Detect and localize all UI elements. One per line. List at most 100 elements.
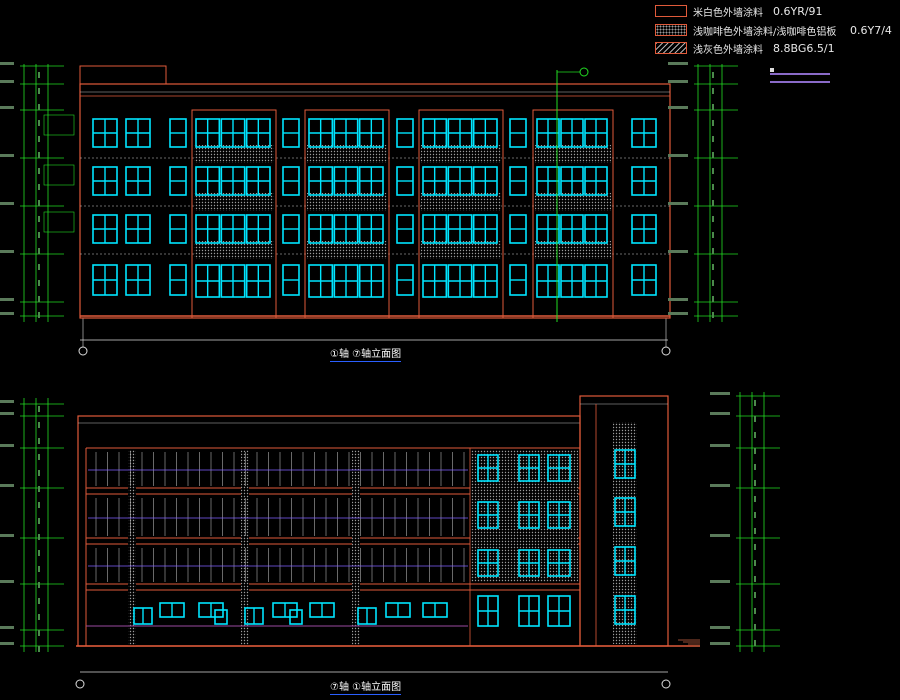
elevation-mark <box>668 154 688 157</box>
dimension-text-mark <box>38 280 40 286</box>
view-title-top: ①轴 ⑦轴立面图 <box>330 345 402 362</box>
dimension-text-mark <box>712 200 714 206</box>
elevation-mark <box>0 62 14 65</box>
elevation-mark <box>0 444 14 447</box>
dimension-text-mark <box>38 486 40 492</box>
bay-frame <box>418 109 504 319</box>
dimension-text-mark <box>754 560 756 566</box>
textured-panel <box>535 241 611 259</box>
bottom-elevation-drawing <box>0 392 780 689</box>
textured-panel <box>535 145 611 163</box>
top-elevation-drawing <box>0 62 830 356</box>
elevation-mark <box>668 80 688 83</box>
elevation-mark <box>0 484 14 487</box>
dimension-text-mark <box>38 550 40 556</box>
dimension-text-mark <box>38 152 40 158</box>
dimension-text-mark <box>38 518 40 524</box>
dimension-text-mark <box>712 296 714 302</box>
dimension-text-mark <box>754 496 756 502</box>
dimension-text-mark <box>754 464 756 470</box>
legend-label: 浅咖啡色外墙涂料/浅咖啡色铝板 <box>693 26 837 38</box>
bay-frame <box>191 109 277 319</box>
dimension-text-mark <box>712 152 714 158</box>
legend-item-coffee-paint: 浅咖啡色外墙涂料/浅咖啡色铝板 <box>655 22 836 38</box>
axis-bubble <box>661 346 671 356</box>
textured-panel <box>421 241 501 259</box>
elevation-mark <box>710 580 730 583</box>
bay-frame <box>304 109 390 319</box>
dimension-text-mark <box>754 432 756 438</box>
column-textured-strip <box>352 450 360 646</box>
dimension-text-mark <box>754 608 756 614</box>
elevation-mark <box>710 412 730 415</box>
window <box>289 609 303 625</box>
dimension-text-mark <box>712 104 714 110</box>
elevation-mark <box>710 626 730 629</box>
dimension-text-mark <box>712 280 714 286</box>
dimension-text-mark <box>712 72 714 78</box>
elevation-mark <box>0 250 14 253</box>
elevation-mark <box>0 534 14 537</box>
view-title-bottom: ⑦轴 ①轴立面图 <box>330 678 402 695</box>
legend-item-cream-paint: 米白色外墙涂料 0.6YR/91 <box>655 3 823 19</box>
elevation-mark <box>710 444 730 447</box>
elevation-mark <box>0 202 14 205</box>
dimension-text-mark <box>754 480 756 486</box>
dimension-text-mark <box>38 646 40 652</box>
legend-code: 8.8BG6.5/1 <box>773 41 835 55</box>
elevation-mark <box>0 154 14 157</box>
dimension-box <box>43 114 75 136</box>
elevation-mark <box>668 250 688 253</box>
dimension-text-mark <box>38 216 40 222</box>
dimension-text-mark <box>38 232 40 238</box>
dimension-text-mark <box>754 576 756 582</box>
dimension-text-mark <box>38 88 40 94</box>
elevation-mark <box>0 80 14 83</box>
elevation-mark <box>0 642 14 645</box>
bay-frame <box>532 109 614 319</box>
elevation-mark <box>668 312 688 315</box>
dimension-text-mark <box>754 448 756 454</box>
legend-extra-code: 0.6Y7/4 <box>850 24 892 37</box>
window <box>214 609 228 625</box>
textured-panel <box>421 145 501 163</box>
dimension-text-mark <box>712 184 714 190</box>
legend-code: 0.6YR/91 <box>773 4 823 18</box>
legend-swatch-plain <box>655 5 687 17</box>
textured-panel <box>194 193 274 211</box>
column-textured-strip <box>128 450 136 646</box>
dimension-text-mark <box>712 120 714 126</box>
dimension-text-mark <box>38 422 40 428</box>
axis-bubble <box>75 679 85 689</box>
dimension-text-mark <box>712 136 714 142</box>
elevation-mark <box>0 412 14 415</box>
dimension-text-mark <box>38 264 40 270</box>
elevation-mark <box>668 62 688 65</box>
dimension-text-mark <box>754 624 756 630</box>
elevation-mark <box>0 580 14 583</box>
textured-block <box>470 450 578 582</box>
dimension-text-mark <box>712 248 714 254</box>
elevation-mark <box>668 202 688 205</box>
dimension-text-mark <box>38 104 40 110</box>
dimension-text-mark <box>38 454 40 460</box>
dimension-text-mark <box>38 168 40 174</box>
elevation-mark <box>0 312 14 315</box>
legend-label: 浅灰色外墙涂料 <box>693 44 763 56</box>
elevation-mark <box>0 106 14 109</box>
elevation-mark <box>0 298 14 301</box>
dimension-text-mark <box>38 438 40 444</box>
dimension-text-mark <box>38 582 40 588</box>
dimension-text-mark <box>754 512 756 518</box>
dimension-text-mark <box>38 614 40 620</box>
textured-panel <box>421 193 501 211</box>
elevation-mark <box>710 392 730 395</box>
dimension-text-mark <box>38 296 40 302</box>
textured-panel <box>307 193 387 211</box>
axis-bubble <box>661 679 671 689</box>
dimension-text-mark <box>38 184 40 190</box>
dimension-text-mark <box>38 406 40 412</box>
dimension-text-mark <box>38 470 40 476</box>
dimension-text-mark <box>712 312 714 318</box>
dimension-text-mark <box>38 566 40 572</box>
